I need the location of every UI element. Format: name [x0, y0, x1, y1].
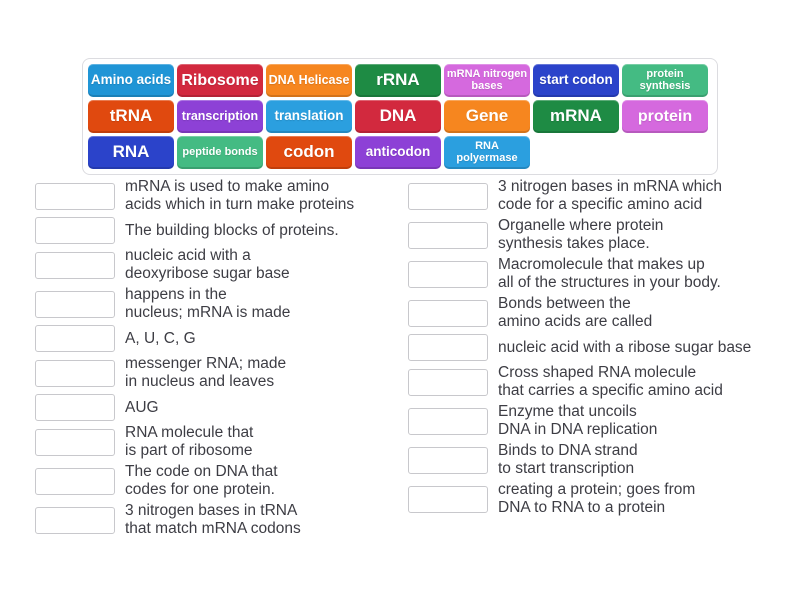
word-tile[interactable]: Ribosome [177, 64, 263, 97]
answer-slot[interactable] [408, 368, 488, 396]
clue-text: happens in the nucleus; mRNA is made [125, 286, 291, 321]
match-row: messenger RNA; made in nucleus and leave… [35, 355, 403, 391]
word-tile[interactable]: rRNA [355, 64, 441, 97]
match-row: mRNA is used to make amino acids which i… [35, 178, 403, 214]
clue-text: nucleic acid with a ribose sugar base [498, 338, 752, 356]
word-tile[interactable]: DNA [355, 100, 441, 133]
clue-text: 3 nitrogen bases in tRNA that match mRNA… [125, 502, 301, 537]
word-tile[interactable]: RNA [88, 136, 174, 169]
answer-slot[interactable] [35, 506, 115, 534]
word-tile[interactable]: transcription [177, 100, 263, 133]
word-tile[interactable]: protein [622, 100, 708, 133]
word-tile[interactable]: codon [266, 136, 352, 169]
clue-text: Macromolecule that makes up all of the s… [498, 256, 721, 291]
answer-slot[interactable] [35, 394, 115, 421]
match-row: happens in the nucleus; mRNA is made [35, 286, 403, 322]
match-row: Cross shaped RNA molecule that carries a… [408, 364, 800, 400]
word-tile[interactable]: tRNA [88, 100, 174, 133]
match-row: nucleic acid with a ribose sugar base [408, 334, 800, 361]
word-tile[interactable]: start codon [533, 64, 619, 97]
clue-text: Binds to DNA strand to start transcripti… [498, 442, 638, 477]
word-tile[interactable]: translation [266, 100, 352, 133]
match-row: Organelle where protein synthesis takes … [408, 217, 800, 253]
clue-text: AUG [125, 398, 159, 416]
clue-text: creating a protein; goes from DNA to RNA… [498, 481, 696, 516]
match-row: The code on DNA that codes for one prote… [35, 463, 403, 499]
clue-text: Enzyme that uncoils DNA in DNA replicati… [498, 403, 658, 438]
match-row: creating a protein; goes from DNA to RNA… [408, 481, 800, 517]
word-tile[interactable]: mRNA nitrogen bases [444, 64, 530, 97]
word-tile[interactable]: peptide bonds [177, 136, 263, 169]
word-tile[interactable]: DNA Helicase [266, 64, 352, 97]
clue-text: nucleic acid with a deoxyribose sugar ba… [125, 247, 290, 282]
match-row: Bonds between the amino acids are called [408, 295, 800, 331]
match-row: RNA molecule that is part of ribosome [35, 424, 403, 460]
match-row: Enzyme that uncoils DNA in DNA replicati… [408, 403, 800, 439]
clue-text: Organelle where protein synthesis takes … [498, 217, 664, 252]
match-row: AUG [35, 394, 403, 421]
word-tile[interactable]: anticodon [355, 136, 441, 169]
clue-text: Cross shaped RNA molecule that carries a… [498, 364, 723, 399]
definitions-column-left: mRNA is used to make amino acids which i… [35, 178, 403, 541]
match-row: Binds to DNA strand to start transcripti… [408, 442, 800, 478]
answer-slot[interactable] [35, 290, 115, 318]
match-row: Macromolecule that makes up all of the s… [408, 256, 800, 292]
clue-text: RNA molecule that is part of ribosome [125, 424, 254, 459]
match-row: The building blocks of proteins. [35, 217, 403, 244]
answer-slot[interactable] [35, 325, 115, 352]
answer-slot[interactable] [408, 221, 488, 249]
match-row: 3 nitrogen bases in tRNA that match mRNA… [35, 502, 403, 538]
answer-slot[interactable] [408, 407, 488, 435]
answer-slot[interactable] [35, 182, 115, 210]
word-tile[interactable]: mRNA [533, 100, 619, 133]
word-tile[interactable]: Gene [444, 100, 530, 133]
clue-text: messenger RNA; made in nucleus and leave… [125, 355, 287, 390]
clue-text: 3 nitrogen bases in mRNA which code for … [498, 178, 723, 213]
answer-slot[interactable] [35, 359, 115, 387]
answer-slot[interactable] [35, 251, 115, 279]
clue-text: The building blocks of proteins. [125, 221, 339, 239]
answer-slot[interactable] [408, 334, 488, 361]
clue-text: The code on DNA that codes for one prote… [125, 463, 278, 498]
word-tile[interactable]: RNA polyermase [444, 136, 530, 169]
answer-slot[interactable] [35, 467, 115, 495]
clue-text: A, U, C, G [125, 329, 196, 347]
word-tile[interactable]: Amino acids [88, 64, 174, 97]
clue-text: Bonds between the amino acids are called [498, 295, 653, 330]
clue-text: mRNA is used to make amino acids which i… [125, 178, 355, 213]
word-tile[interactable]: protein synthesis [622, 64, 708, 97]
answer-slot[interactable] [35, 428, 115, 456]
answer-slot[interactable] [35, 217, 115, 244]
match-row: nucleic acid with a deoxyribose sugar ba… [35, 247, 403, 283]
answer-slot[interactable] [408, 485, 488, 513]
answer-slot[interactable] [408, 182, 488, 210]
match-row: 3 nitrogen bases in mRNA which code for … [408, 178, 800, 214]
answer-slot[interactable] [408, 446, 488, 474]
answer-slot[interactable] [408, 299, 488, 327]
definitions-column-right: 3 nitrogen bases in mRNA which code for … [408, 178, 800, 520]
match-row: A, U, C, G [35, 325, 403, 352]
answer-slot[interactable] [408, 260, 488, 288]
